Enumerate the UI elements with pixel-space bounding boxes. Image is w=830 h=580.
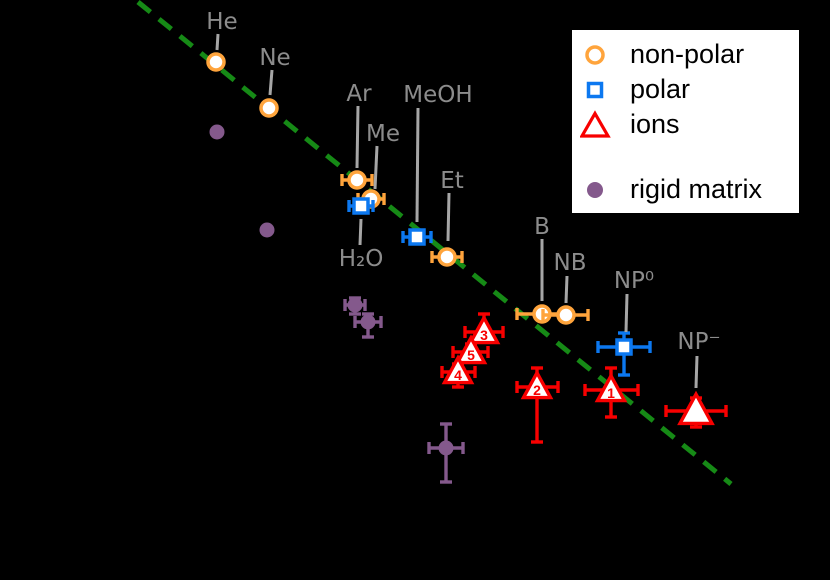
point-NB: [541, 305, 590, 325]
rigid-matrix-marker-icon: [587, 181, 603, 198]
annotation-np0: NP⁰: [614, 268, 654, 333]
series-polar: [347, 197, 652, 377]
point-number-label: 4: [454, 367, 462, 383]
annotation-leader-line: [624, 293, 629, 333]
point-number-label: 3: [480, 327, 488, 343]
point-rigid-1: [209, 124, 225, 140]
series-non-polar: [206, 52, 590, 325]
annotation-label: NB: [554, 250, 587, 276]
point-Et: [430, 247, 464, 267]
annotation-nb: NB: [554, 250, 587, 304]
series-ions: 354 2 1: [440, 312, 728, 444]
annotation-label: Ar: [346, 81, 372, 107]
non-polar-marker-icon: [585, 44, 605, 65]
point-number-label: 1: [607, 385, 615, 401]
annotation-label: MeOH: [403, 82, 472, 108]
annotation-leader-line: [415, 107, 420, 223]
legend-item-ions: ions: [580, 107, 799, 142]
point-rigid-3: [343, 296, 367, 316]
annotation-leader-line: [355, 105, 360, 169]
point-ion-1: 1: [583, 366, 640, 419]
annotation-leader-line: [373, 145, 379, 190]
point-rigid-2: [259, 222, 275, 238]
annotation-label: B: [534, 214, 550, 240]
annotation-he: He: [206, 9, 238, 51]
point-H2O: [347, 197, 375, 215]
annotation-et: Et: [440, 168, 464, 242]
polar-marker-icon: [586, 81, 604, 98]
point-ion-4: 4: [440, 354, 477, 389]
point-rigid-5: [427, 422, 465, 484]
legend-label-non-polar: non-polar: [630, 39, 745, 69]
point-He: [206, 52, 226, 72]
legend-item-rigid-matrix: rigid matrix: [580, 172, 799, 207]
annotation-label: NP⁻: [677, 329, 720, 355]
annotation-label: Et: [440, 168, 464, 194]
trend-line: [136, 0, 733, 486]
annotation-label: He: [206, 9, 237, 35]
legend-label-rigid-matrix: rigid matrix: [630, 174, 763, 204]
annotation-me: Me: [366, 121, 400, 190]
point-number-label: 2: [533, 382, 541, 398]
annotation-npm: NP⁻: [677, 329, 721, 389]
point-number-label: 5: [467, 347, 475, 363]
point-MeOH: [401, 228, 433, 246]
annotation-leader-line: [358, 218, 363, 246]
annotation-meoh: MeOH: [403, 82, 473, 223]
point-ion-5: 5: [451, 334, 490, 365]
ions-marker-icon: [580, 109, 611, 138]
legend-item-non-polar: non-polar: [580, 37, 799, 72]
point-NP0: [596, 331, 652, 377]
point-NP-: [664, 390, 728, 429]
point-rigid-4: [353, 312, 383, 339]
legend-label-polar: polar: [630, 74, 691, 104]
point-ion-3: 3: [463, 312, 505, 345]
annotation-leader-line: [215, 33, 220, 51]
annotation-ne: Ne: [259, 45, 291, 96]
annotation-label: NP⁰: [614, 268, 654, 294]
annotation-h2o: H₂O: [339, 218, 384, 272]
annotation-leader-line: [268, 69, 274, 96]
legend-item-polar: polar: [580, 72, 799, 107]
annotation-label: H₂O: [339, 246, 384, 272]
series-rigid-matrix: [209, 124, 465, 484]
annotation-label: Me: [366, 121, 400, 147]
legend: non-polar polar ions rigid matrix: [571, 29, 800, 214]
point-Ar: [340, 170, 374, 190]
annotation-leader-line: [564, 275, 569, 304]
point-ion-2: 2: [515, 366, 560, 444]
point-Ne: [259, 98, 279, 118]
annotation-leader-line: [446, 192, 451, 242]
annotation-label: Ne: [259, 45, 290, 71]
annotation-b: B: [534, 214, 550, 301]
annotation-ar: Ar: [346, 81, 372, 169]
legend-label-ions: ions: [630, 109, 680, 139]
annotation-leader-line: [694, 355, 699, 389]
